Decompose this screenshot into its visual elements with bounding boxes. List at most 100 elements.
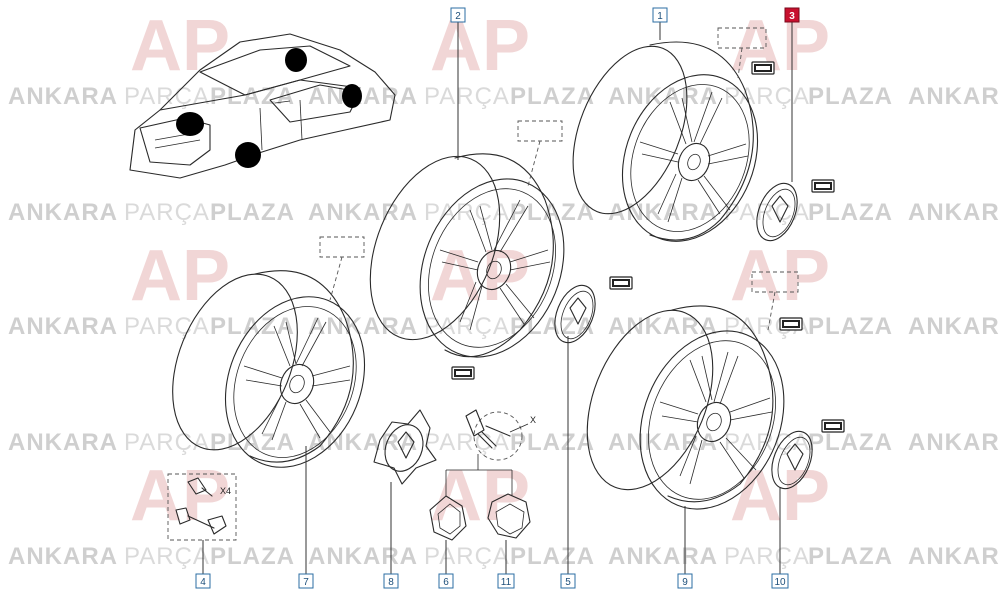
callout-part-2[interactable]: 2 — [450, 7, 466, 23]
watermark-middle: PARÇA — [424, 429, 510, 456]
watermark-middle: PARÇA — [124, 543, 210, 570]
watermark-brand: ANKARA — [908, 83, 1000, 110]
nut-cover-part-6 — [429, 495, 467, 541]
car-wheel-marker-rear-right — [342, 84, 362, 108]
callout-part-4[interactable]: 4 — [195, 573, 211, 589]
watermark-middle: PARÇA — [124, 429, 210, 456]
nut-cover-part-11 — [487, 493, 531, 539]
watermark-logo: AP — [430, 236, 530, 316]
callout-label: 5 — [565, 577, 571, 588]
wheel-rim-part-1 — [572, 41, 759, 242]
watermark-brand: ANKARA — [908, 199, 1000, 226]
watermark-logo-row-3: AP AP AP — [130, 456, 830, 536]
car-wheel-marker-rear-left — [285, 48, 307, 72]
watermark-logo: AP — [130, 236, 230, 316]
wheel-rim-part-2 — [369, 153, 565, 358]
watermark-middle: PARÇA — [724, 429, 810, 456]
wheel-bolts-part-4: X4 — [167, 473, 237, 541]
watermark-logo: AP — [430, 456, 530, 536]
watermark-brand: ANKARA — [308, 313, 418, 340]
reference-tag-icon — [751, 61, 775, 75]
watermark-brand: ANKARA — [8, 83, 118, 110]
callout-label: 1 — [657, 11, 663, 22]
watermark-brand: ANKARA — [8, 313, 118, 340]
watermark-middle: PARÇA — [424, 313, 510, 340]
watermark-last: PLAZA — [808, 313, 893, 340]
callout-label: 3 — [789, 11, 795, 22]
callout-part-5[interactable]: 5 — [560, 573, 576, 589]
watermark-last: PLAZA — [510, 199, 595, 226]
watermark-brand: ANKARA — [908, 313, 1000, 340]
watermark-brand: ANKARA — [608, 543, 718, 570]
watermark-middle: PARÇA — [724, 543, 810, 570]
watermark-brand: ANKARA — [308, 83, 418, 110]
car-wheel-marker-front-right — [235, 142, 261, 168]
watermark-logo-row-2: AP AP AP — [130, 236, 830, 316]
callout-part-1[interactable]: 1 — [652, 7, 668, 23]
wheel-rim-part-7 — [172, 270, 366, 468]
callout-part-11[interactable]: 11 — [497, 573, 515, 589]
callout-label: 4 — [200, 577, 206, 588]
watermark-brand: ANKARA — [8, 199, 118, 226]
watermark-brand: ANKARA — [308, 543, 418, 570]
watermark-brand: ANKARA — [608, 313, 718, 340]
watermark-last: PLAZA — [808, 199, 893, 226]
watermark: AP AP AP AP AP AP AP AP AP ANKARA PARÇA … — [8, 6, 1000, 570]
callout-label: 11 — [501, 577, 512, 588]
watermark-last: PLAZA — [210, 543, 295, 570]
leader-lines — [202, 22, 793, 574]
watermark-row-1: ANKARA PARÇA PLAZA ANKARA PARÇA PLAZA AN… — [8, 83, 1000, 110]
watermark-middle: PARÇA — [124, 199, 210, 226]
watermark-row-3: ANKARA PARÇA PLAZA ANKARA PARÇA PLAZA AN… — [8, 313, 1000, 340]
center-cap-part-10 — [771, 430, 813, 490]
callout-part-7[interactable]: 7 — [298, 573, 314, 589]
callout-label: 2 — [455, 11, 461, 22]
center-cap-part-8 — [373, 409, 437, 485]
valve-stem: X — [465, 409, 536, 461]
watermark-logo-row-1: AP AP AP — [130, 6, 830, 86]
callout-label: 10 — [774, 577, 786, 588]
watermark-logo: AP — [730, 6, 830, 86]
car-overview-illustration — [129, 33, 396, 179]
car-wheel-marker-front-left — [176, 112, 204, 136]
watermark-last: PLAZA — [510, 429, 595, 456]
reference-tags — [451, 61, 845, 433]
callout-part-8[interactable]: 8 — [383, 573, 399, 589]
watermark-brand: ANKARA — [908, 543, 1000, 570]
valve-axis-label: X — [530, 415, 536, 425]
watermark-last: PLAZA — [510, 83, 595, 110]
watermark-last: PLAZA — [808, 429, 893, 456]
callout-part-6[interactable]: 6 — [438, 573, 454, 589]
watermark-last: PLAZA — [210, 199, 295, 226]
callout-part-3[interactable]: 3 — [784, 7, 800, 23]
watermark-last: PLAZA — [808, 83, 893, 110]
watermark-brand: ANKARA — [608, 83, 718, 110]
nut-covers — [429, 454, 531, 541]
watermark-middle: PARÇA — [124, 83, 210, 110]
watermark-row-4: ANKARA PARÇA PLAZA ANKARA PARÇA PLAZA AN… — [8, 429, 1000, 456]
center-cap-part-3 — [756, 182, 798, 242]
callout-label: 9 — [682, 577, 688, 588]
watermark-brand: ANKARA — [8, 543, 118, 570]
watermark-brand: ANKARA — [908, 429, 1000, 456]
reference-tag-icon — [821, 419, 845, 433]
reference-tag-icon — [609, 276, 633, 290]
callout-label: 7 — [303, 577, 309, 588]
watermark-middle: PARÇA — [724, 83, 810, 110]
reference-tag-icon — [811, 179, 835, 193]
wheel-rim-part-9 — [586, 305, 785, 510]
watermark-row-2: ANKARA PARÇA PLAZA ANKARA PARÇA PLAZA AN… — [8, 199, 1000, 226]
part-callouts: 2 1 3 4 7 8 6 11 — [195, 7, 800, 589]
callout-part-10[interactable]: 10 — [771, 573, 789, 589]
watermark-brand: ANKARA — [308, 199, 418, 226]
watermark-logo: AP — [430, 6, 530, 86]
watermark-middle: PARÇA — [124, 313, 210, 340]
watermark-last: PLAZA — [510, 543, 595, 570]
reference-tag-icon — [451, 366, 475, 380]
callout-part-9[interactable]: 9 — [677, 573, 693, 589]
watermark-brand: ANKARA — [308, 429, 418, 456]
watermark-middle: PARÇA — [424, 83, 510, 110]
watermark-row-5: ANKARA PARÇA PLAZA ANKARA PARÇA PLAZA AN… — [8, 543, 1000, 570]
